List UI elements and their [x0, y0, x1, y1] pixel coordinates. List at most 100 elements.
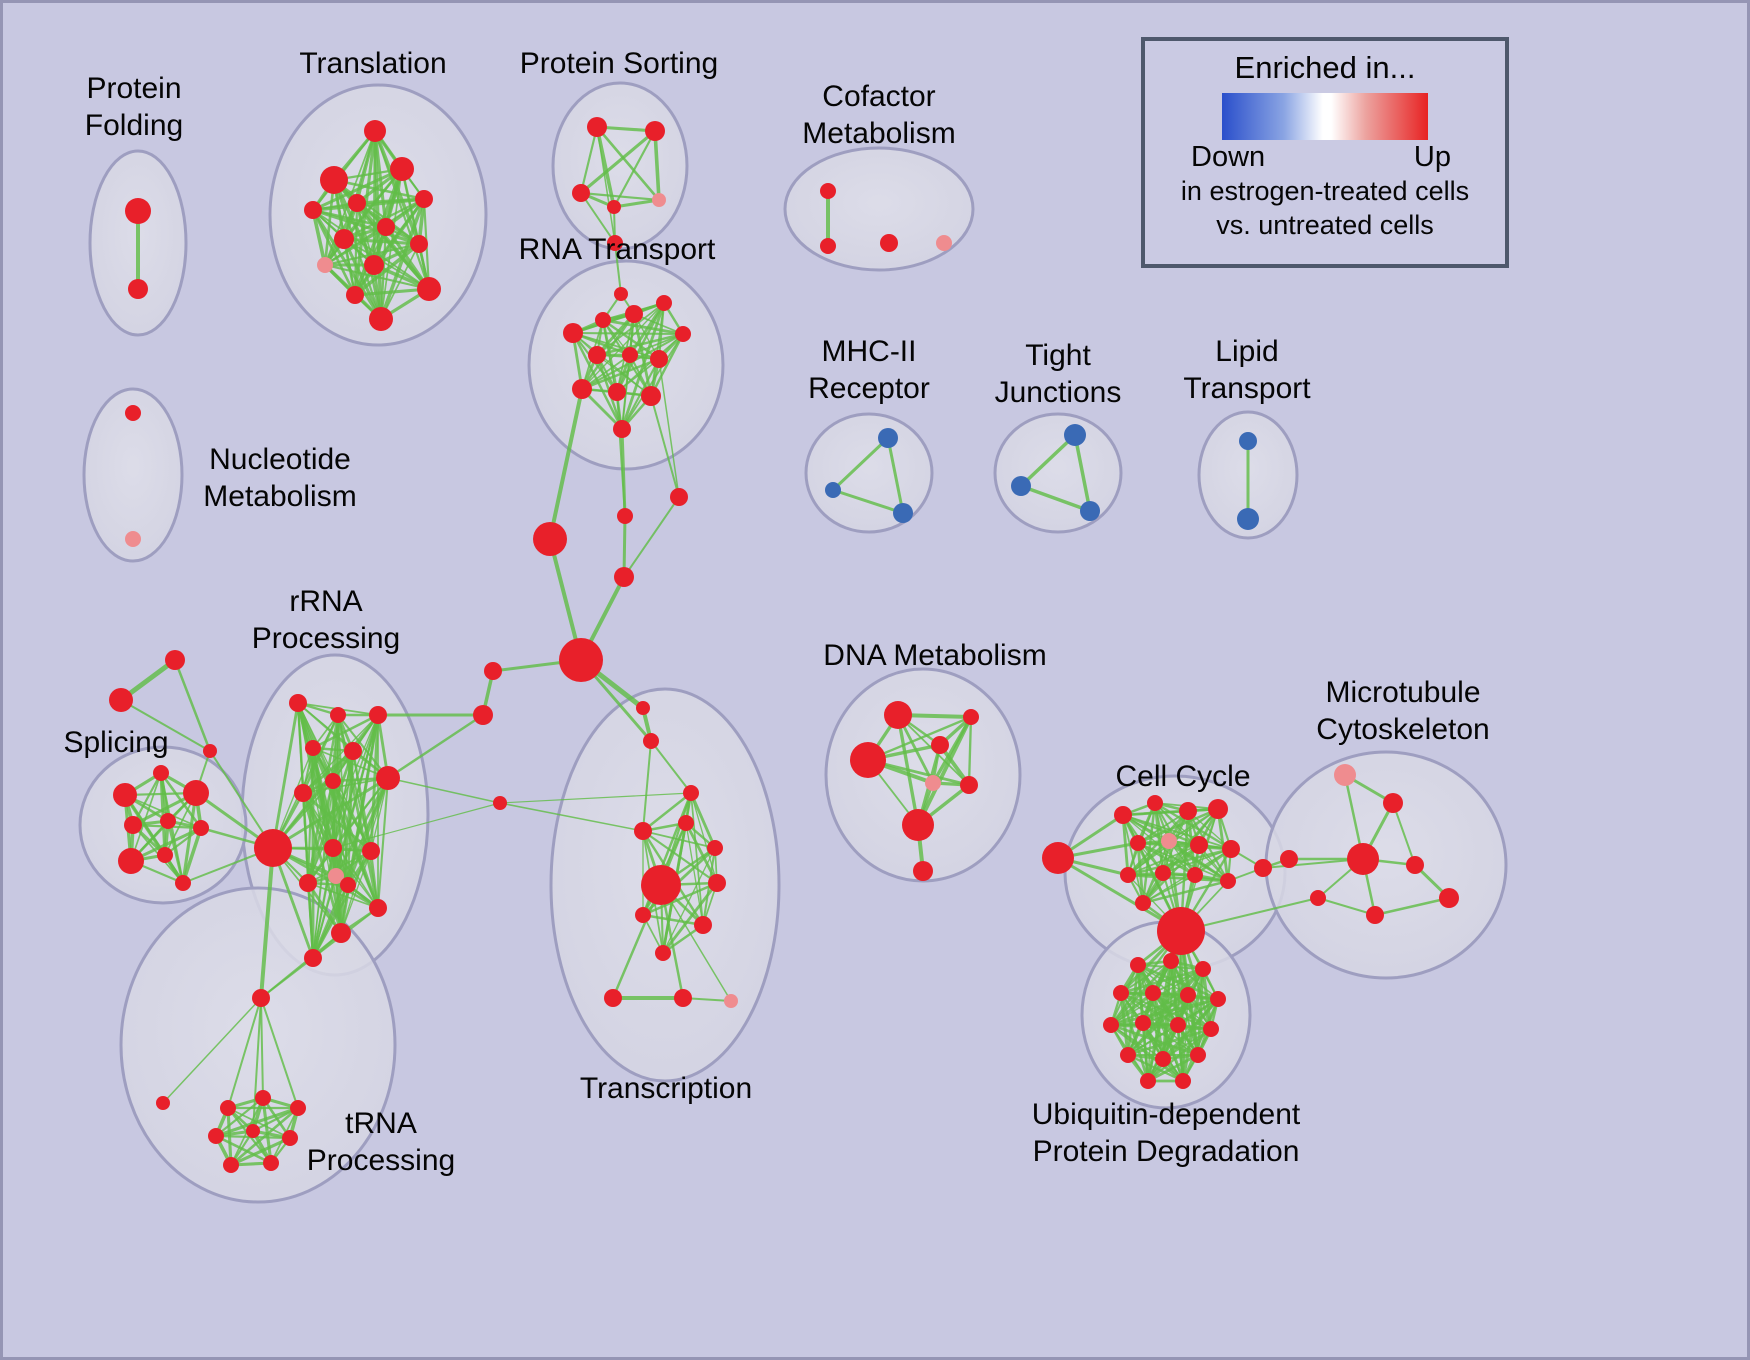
node-r10[interactable] [324, 839, 342, 857]
node-tj2[interactable] [1011, 476, 1031, 496]
node-st2[interactable] [109, 688, 133, 712]
node-r11[interactable] [362, 842, 380, 860]
node-sp4[interactable] [124, 816, 142, 834]
node-mc4[interactable] [1406, 856, 1424, 874]
node-t3[interactable] [304, 201, 322, 219]
node-r13[interactable] [340, 877, 356, 893]
node-ps6[interactable] [607, 235, 623, 251]
node-mc6[interactable] [1366, 906, 1384, 924]
node-r4[interactable] [305, 740, 321, 756]
node-mh2[interactable] [825, 482, 841, 498]
node-t10[interactable] [364, 255, 384, 275]
node-tr5[interactable] [678, 815, 694, 831]
node-ps4[interactable] [607, 200, 621, 214]
node-r14[interactable] [328, 868, 344, 884]
node-d8[interactable] [913, 861, 933, 881]
node-c12[interactable] [1220, 873, 1236, 889]
node-rt12[interactable] [613, 420, 631, 438]
node-c9[interactable] [1120, 867, 1136, 883]
node-u7[interactable] [1210, 991, 1226, 1007]
node-u13[interactable] [1155, 1051, 1171, 1067]
node-u4[interactable] [1113, 985, 1129, 1001]
node-h2[interactable] [617, 508, 633, 524]
node-rt6[interactable] [588, 346, 606, 364]
node-pf2[interactable] [128, 279, 148, 299]
node-c0[interactable] [1042, 842, 1074, 874]
node-d2[interactable] [850, 742, 886, 778]
node-tj1[interactable] [1064, 424, 1086, 446]
node-d4[interactable] [963, 709, 979, 725]
node-u12[interactable] [1120, 1047, 1136, 1063]
node-c5[interactable] [1130, 835, 1146, 851]
node-sp1[interactable] [113, 783, 137, 807]
node-u2[interactable] [1163, 953, 1179, 969]
node-cf2[interactable] [820, 238, 836, 254]
node-u15[interactable] [1140, 1073, 1156, 1089]
node-tb2[interactable] [255, 1090, 271, 1106]
node-rt3[interactable] [625, 305, 643, 323]
node-sp8[interactable] [157, 847, 173, 863]
node-t4[interactable] [390, 157, 414, 181]
node-d3[interactable] [931, 736, 949, 754]
node-st3[interactable] [203, 744, 217, 758]
node-cf1[interactable] [820, 183, 836, 199]
node-tj3[interactable] [1080, 501, 1100, 521]
node-tr6[interactable] [707, 840, 723, 856]
node-tr1[interactable] [636, 701, 650, 715]
node-tb4[interactable] [208, 1128, 224, 1144]
node-t9[interactable] [410, 235, 428, 253]
node-tb6[interactable] [282, 1130, 298, 1146]
node-t6[interactable] [415, 190, 433, 208]
node-u6[interactable] [1180, 987, 1196, 1003]
node-mc1[interactable] [1334, 764, 1356, 786]
node-c4[interactable] [1208, 799, 1228, 819]
node-c3[interactable] [1179, 802, 1197, 820]
node-cf4[interactable] [936, 235, 952, 251]
node-mh3[interactable] [893, 503, 913, 523]
node-d5[interactable] [925, 775, 941, 791]
node-c11[interactable] [1187, 867, 1203, 883]
node-h1[interactable] [533, 522, 567, 556]
node-tr2[interactable] [643, 733, 659, 749]
node-tb5[interactable] [246, 1124, 260, 1138]
node-c15[interactable] [1280, 850, 1298, 868]
node-sp2[interactable] [153, 765, 169, 781]
node-r8[interactable] [294, 784, 312, 802]
node-d7[interactable] [902, 809, 934, 841]
node-u9[interactable] [1135, 1015, 1151, 1031]
node-sp5[interactable] [160, 813, 176, 829]
node-n1[interactable] [125, 405, 141, 421]
node-ps5[interactable] [652, 193, 666, 207]
node-r16[interactable] [331, 923, 351, 943]
node-u14[interactable] [1190, 1047, 1206, 1063]
node-c1[interactable] [1114, 806, 1132, 824]
node-rt0[interactable] [614, 287, 628, 301]
node-c2[interactable] [1147, 795, 1163, 811]
node-t7[interactable] [377, 218, 395, 236]
node-tr8[interactable] [708, 874, 726, 892]
node-c8[interactable] [1222, 840, 1240, 858]
node-t12[interactable] [346, 286, 364, 304]
node-sp6[interactable] [193, 820, 209, 836]
node-mc7[interactable] [1310, 890, 1326, 906]
node-rt5[interactable] [675, 326, 691, 342]
node-c14[interactable] [1254, 859, 1272, 877]
node-tr14[interactable] [724, 994, 738, 1008]
node-t13[interactable] [417, 277, 441, 301]
node-tleft[interactable] [156, 1096, 170, 1110]
node-cbig[interactable] [1157, 907, 1205, 955]
node-lt1[interactable] [1239, 432, 1257, 450]
node-tr13[interactable] [674, 989, 692, 1007]
node-t1[interactable] [364, 120, 386, 142]
node-r3[interactable] [369, 706, 387, 724]
node-mh1[interactable] [878, 428, 898, 448]
node-c7[interactable] [1190, 836, 1208, 854]
node-u11[interactable] [1203, 1021, 1219, 1037]
node-tr3[interactable] [683, 785, 699, 801]
node-r1[interactable] [289, 694, 307, 712]
node-rt1[interactable] [563, 323, 583, 343]
node-r6[interactable] [376, 766, 400, 790]
node-pf1[interactable] [125, 198, 151, 224]
node-c10[interactable] [1155, 865, 1171, 881]
node-rt8[interactable] [650, 350, 668, 368]
